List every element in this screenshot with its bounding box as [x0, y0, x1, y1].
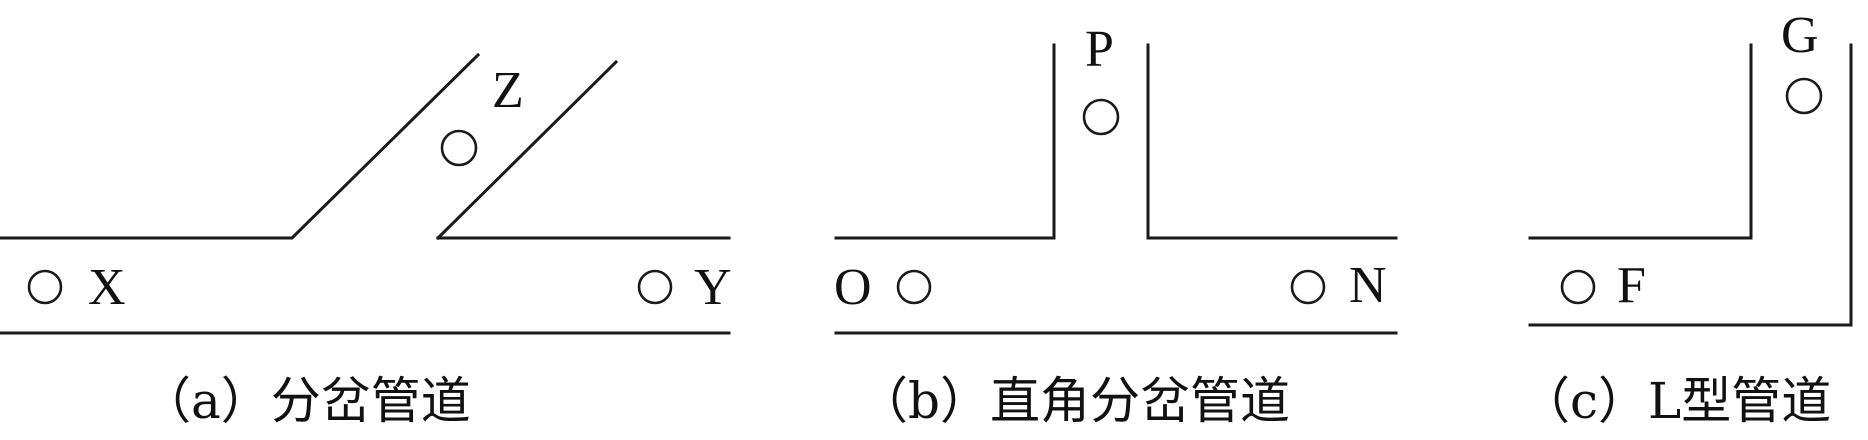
sensor-p-icon	[1082, 98, 1120, 136]
label-z: Z	[492, 62, 524, 119]
pipe-a-upper-left-wall	[0, 52, 481, 240]
panel-c-l-shaped-pipe: F G （c）L型管道	[1520, 7, 1853, 430]
caption-c: （c）L型管道	[1520, 372, 1831, 430]
label-y: Y	[694, 259, 732, 316]
panel-a-branch-pipe: X Y Z （a）分岔管道	[0, 52, 732, 430]
sensor-y-icon	[637, 269, 673, 305]
sensor-f-icon	[1560, 269, 1596, 305]
sensor-o-icon	[896, 269, 932, 305]
sensor-z-icon	[440, 129, 478, 167]
caption-b: （b）直角分岔管道	[858, 372, 1290, 430]
label-o: O	[834, 259, 872, 316]
sensor-g-icon	[1785, 77, 1823, 115]
label-n: N	[1349, 257, 1387, 314]
label-g: G	[1781, 7, 1819, 64]
panel-b-right-angle-branch-pipe: O N P （b）直角分岔管道	[834, 21, 1398, 430]
pipe-b-upper-right-wall	[1146, 43, 1398, 240]
sensor-x-icon	[27, 269, 63, 305]
sensor-n-icon	[1290, 269, 1326, 305]
caption-a: （a）分岔管道	[141, 372, 471, 430]
label-x: X	[88, 259, 126, 316]
label-f: F	[1617, 257, 1646, 314]
pipe-c-outer-wall	[1528, 43, 1853, 327]
label-p: P	[1085, 21, 1114, 78]
pipe-a-branch-right-wall	[435, 59, 619, 241]
pipe-c-inner-wall	[1528, 43, 1753, 240]
pipe-b-upper-left-wall	[834, 43, 1056, 240]
